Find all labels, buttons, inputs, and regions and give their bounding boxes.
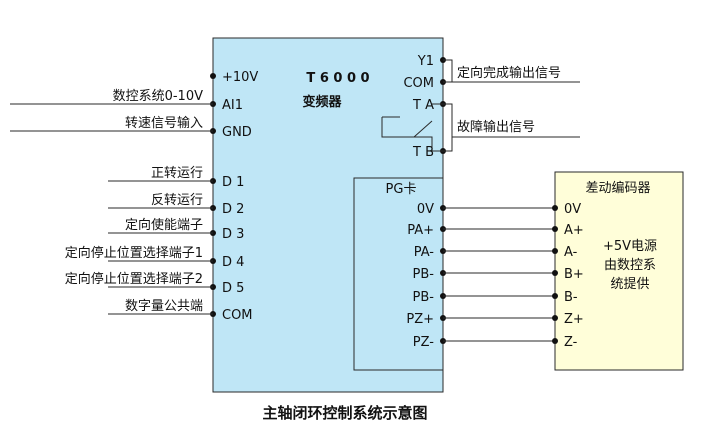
encoder-dot-0 bbox=[552, 205, 558, 211]
signal-label-com: 数字量公共端 bbox=[125, 299, 203, 314]
terminal-label-d2: D 2 bbox=[222, 202, 244, 217]
encoder-pin-4: B- bbox=[564, 290, 578, 305]
terminal-label-d1: D 1 bbox=[222, 175, 244, 190]
pg-pin-3: PB- bbox=[413, 267, 435, 282]
encoder-box bbox=[554, 171, 684, 371]
terminal-label-d5: D 5 bbox=[222, 281, 244, 296]
encoder-dot-1 bbox=[552, 226, 558, 232]
terminal-label-com: COM bbox=[222, 308, 253, 323]
signal-label-d2: 反转运行 bbox=[151, 193, 203, 208]
encoder-pin-1: A+ bbox=[564, 223, 584, 238]
relay-contact-path bbox=[381, 117, 443, 152]
output-terminal-tb: T B bbox=[412, 145, 434, 160]
terminal-label-gnd: GND bbox=[222, 125, 252, 140]
encoder-pin-3: B+ bbox=[564, 267, 584, 282]
wire-ta-tb bbox=[443, 103, 453, 152]
terminal-label-d4: D 4 bbox=[222, 255, 244, 270]
encoder-pin-2: A- bbox=[564, 245, 578, 260]
pg-card-title: PG卡 bbox=[386, 182, 417, 197]
pg-pin-2: PA- bbox=[414, 245, 435, 260]
terminal-label-ai1: AI1 bbox=[222, 98, 243, 113]
pg-pin-0: 0V bbox=[417, 202, 434, 217]
encoder-dot-4 bbox=[552, 293, 558, 299]
encoder-pin-6: Z- bbox=[564, 335, 578, 350]
signal-label-ai1: 数控系统0-10V bbox=[113, 89, 204, 104]
encoder-dot-2 bbox=[552, 248, 558, 254]
encoder-power-note-2: 统提供 bbox=[610, 276, 649, 292]
signal-fault: 故障输出信号 bbox=[457, 119, 535, 135]
output-terminal-com: COM bbox=[403, 76, 434, 91]
signal-label-d3: 定向使能端子 bbox=[125, 217, 203, 233]
encoder-dot-6 bbox=[552, 338, 558, 344]
encoder-dot-3 bbox=[552, 270, 558, 276]
encoder-title: 差动编码器 bbox=[585, 181, 650, 196]
encoder-dot-5 bbox=[552, 315, 558, 321]
wire-y1-com bbox=[443, 59, 453, 83]
pg-pin-1: PA+ bbox=[407, 223, 434, 238]
encoder-pin-5: Z+ bbox=[564, 312, 584, 327]
relay-switch bbox=[413, 120, 433, 138]
terminal-label-plus10v: +10V bbox=[222, 70, 258, 85]
terminal-dot-plus10v bbox=[210, 73, 216, 79]
pg-pin-4: PB- bbox=[413, 290, 435, 305]
pg-pin-5: PZ+ bbox=[406, 312, 434, 327]
pg-pin-6: PZ- bbox=[413, 335, 435, 350]
encoder-power-note-1: 由数控系 bbox=[604, 258, 656, 273]
output-terminal-ta: T A bbox=[412, 98, 434, 113]
signal-label-d1: 正转运行 bbox=[151, 166, 203, 181]
diagram-caption: 主轴闭环控制系统示意图 bbox=[262, 404, 427, 422]
inverter-model: T 6 0 0 0 bbox=[306, 71, 369, 86]
signal-orientation-done: 定向完成输出信号 bbox=[457, 65, 561, 81]
output-terminal-y1: Y1 bbox=[417, 54, 434, 69]
inverter-subtitle: 变频器 bbox=[302, 94, 342, 110]
encoder-power-note-0: +5V电源 bbox=[603, 239, 657, 254]
signal-label-gnd: 转速信号输入 bbox=[125, 115, 203, 131]
inverter-box bbox=[212, 37, 444, 393]
signal-label-d5: 定向停止位置选择端子2 bbox=[65, 271, 203, 287]
terminal-label-d3: D 3 bbox=[222, 227, 244, 242]
encoder-pin-0: 0V bbox=[564, 202, 581, 217]
signal-label-d4: 定向停止位置选择端子1 bbox=[65, 245, 203, 261]
